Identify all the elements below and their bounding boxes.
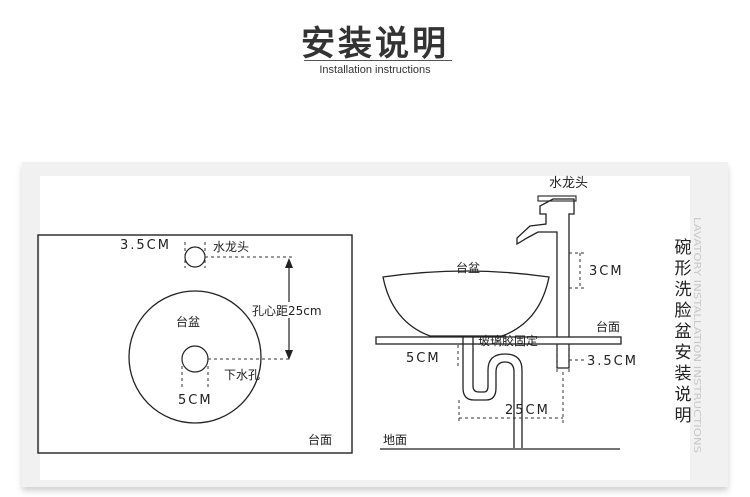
top-basin-label: 台盆 xyxy=(176,314,200,329)
side-title: 碗 形 洗 脸 盆 安 装 说 明 xyxy=(672,238,694,427)
side-drain-size: 5CM xyxy=(406,351,441,366)
drain-trap xyxy=(462,336,515,448)
page-subtitle: Installation instructions xyxy=(319,64,431,76)
glass-glue-label: 玻璃胶固定 xyxy=(478,333,538,348)
top-drain-size: 5CM xyxy=(178,393,213,408)
basin-top-view xyxy=(128,290,262,424)
side-title-char: 装 xyxy=(674,364,692,384)
faucet-side-view xyxy=(516,198,575,369)
page-title: 安装说明 xyxy=(301,24,449,64)
side-title-char: 形 xyxy=(674,259,692,279)
side-faucet-label: 水龙头 xyxy=(549,176,588,191)
drain-hole-label: 下水孔 xyxy=(224,368,260,382)
diagram-panel xyxy=(22,162,728,487)
side-title-char: 洗 xyxy=(674,280,692,300)
trap-distance-label: 25CM xyxy=(505,403,550,418)
hole-distance-label: 孔心距25cm xyxy=(252,304,322,318)
watermark-text: LAVATORY INSTALLATION INSTRUCTIONS xyxy=(691,217,702,453)
faucet-hole xyxy=(184,246,206,268)
side-counter-label: 台面 xyxy=(596,319,620,334)
basin-side-view xyxy=(382,270,550,337)
title-divider xyxy=(304,60,452,61)
countertop-top-view xyxy=(37,234,353,454)
diagram-canvas xyxy=(40,176,690,480)
side-faucet-hole-size: 3.5CM xyxy=(587,354,638,369)
drain-hole xyxy=(181,345,209,373)
top-faucet-hole-size: 3.5CM xyxy=(120,238,171,253)
top-counter-label: 台面 xyxy=(308,432,332,447)
top-faucet-label: 水龙头 xyxy=(213,240,249,254)
side-title-char: 脸 xyxy=(674,301,692,321)
side-basin-label: 台盆 xyxy=(456,260,480,275)
side-title-char: 安 xyxy=(674,343,692,363)
countertop-side-view xyxy=(375,336,622,345)
floor-label: 地面 xyxy=(383,433,407,447)
svg-text:LAVATORY INSTALLATION INSTRUCT: LAVATORY INSTALLATION INSTRUCTIONS xyxy=(691,217,702,453)
side-title-char: 碗 xyxy=(674,238,692,258)
faucet-height-label: 3CM xyxy=(589,264,624,279)
side-title-char: 盆 xyxy=(674,322,692,342)
side-title-char: 说 xyxy=(674,385,692,405)
side-title-char: 明 xyxy=(674,406,692,426)
